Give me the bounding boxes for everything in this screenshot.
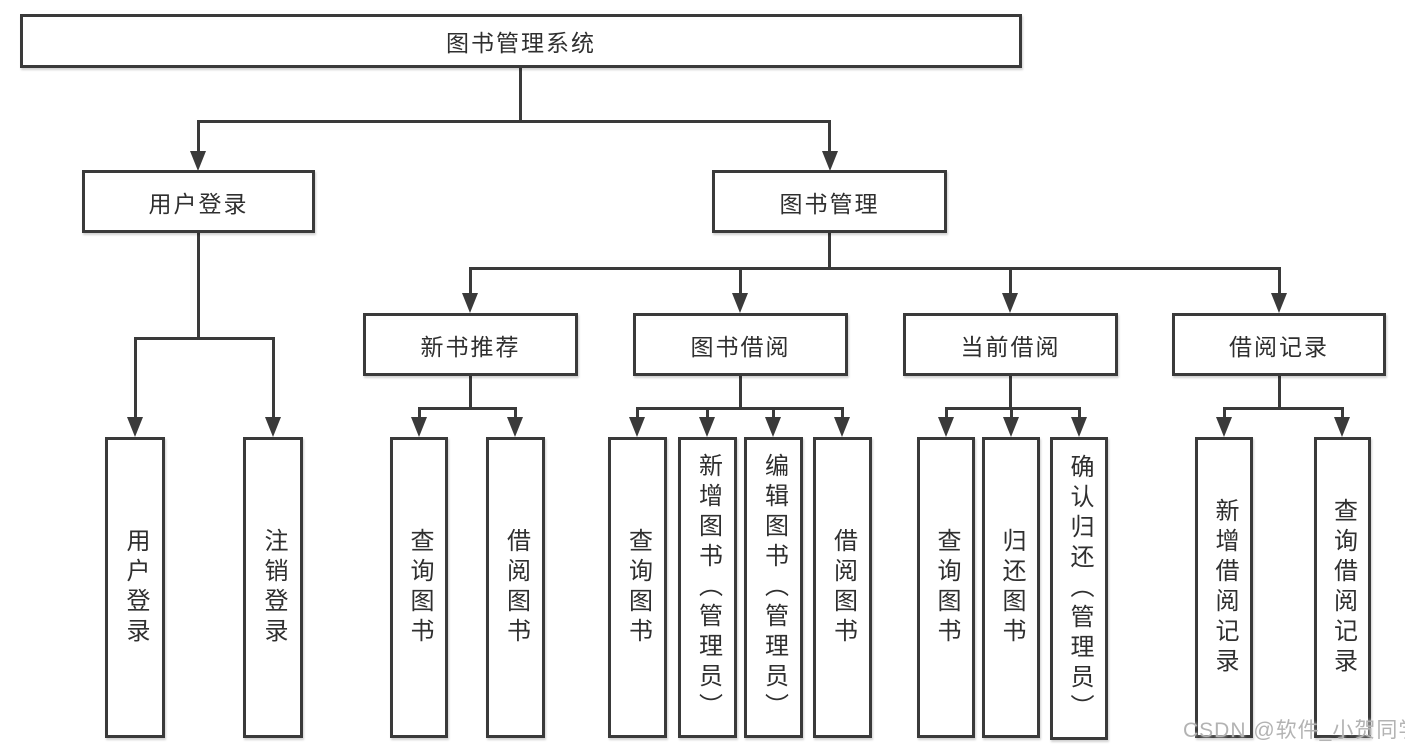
connector-line: [1223, 407, 1226, 420]
arrow-down-icon: [629, 417, 645, 437]
leaf-logout-label: 注销登录: [260, 527, 287, 648]
connector-line: [418, 407, 517, 410]
leaf-query-books-borrowing-label: 查询图书: [624, 527, 652, 648]
connector-line: [945, 407, 1081, 410]
connector-line: [636, 407, 639, 420]
connector-line: [739, 267, 742, 296]
leaf-query-books-recommend-label: 查询图书: [406, 527, 433, 648]
connector-line: [1223, 407, 1344, 410]
arrow-down-icon: [190, 151, 206, 171]
leaf-query-books-current: 查询图书: [917, 437, 975, 738]
node-root-label: 图书管理系统: [446, 30, 596, 56]
leaf-edit-book-admin: 编辑图书（管理员）: [744, 437, 803, 738]
node-book-management: 图书管理: [712, 170, 947, 233]
arrow-down-icon: [822, 151, 838, 171]
node-borrowing-records-label: 借阅记录: [1229, 333, 1329, 360]
arrow-down-icon: [265, 417, 281, 437]
leaf-return-book: 归还图书: [982, 437, 1040, 738]
arrow-down-icon: [1216, 417, 1232, 437]
leaf-add-book-admin-label: 新增图书（管理员）: [694, 452, 722, 723]
leaf-user-login-label: 用户登录: [122, 527, 149, 648]
connector-line: [1009, 375, 1012, 410]
arrow-down-icon: [765, 417, 781, 437]
leaf-query-borrow-record: 查询借阅记录: [1314, 437, 1371, 738]
connector-line: [828, 120, 831, 153]
node-book-management-label: 图书管理: [779, 190, 880, 217]
connector-line: [1341, 407, 1344, 420]
arrow-down-icon: [411, 417, 427, 437]
connector-line: [134, 337, 275, 340]
arrow-down-icon: [1003, 417, 1019, 437]
node-new-book-recommend-label: 新书推荐: [420, 333, 521, 360]
leaf-borrow-books-borrowing-label: 借阅图书: [829, 527, 857, 648]
leaf-query-books-borrowing: 查询图书: [608, 437, 667, 738]
leaf-add-borrow-record-label: 新增借阅记录: [1211, 497, 1238, 678]
node-user-login-label: 用户登录: [148, 190, 249, 217]
connector-line: [514, 407, 517, 420]
connector-line: [945, 407, 948, 420]
arrow-down-icon: [938, 417, 954, 437]
leaf-edit-book-admin-label: 编辑图书（管理员）: [760, 452, 788, 723]
leaf-logout: 注销登录: [243, 437, 303, 738]
connector-line: [519, 66, 522, 123]
node-current-borrowing-label: 当前借阅: [960, 333, 1061, 360]
connector-line: [197, 120, 831, 123]
node-user-login: 用户登录: [82, 170, 315, 233]
leaf-borrow-books-borrowing: 借阅图书: [813, 437, 872, 738]
connector-line: [197, 120, 200, 153]
connector-line: [739, 375, 742, 410]
connector-line: [469, 375, 472, 410]
connector-line: [1278, 375, 1281, 410]
node-root-library-system: 图书管理系统: [20, 14, 1022, 68]
arrow-down-icon: [1334, 417, 1350, 437]
connector-line: [841, 407, 844, 420]
arrow-down-icon: [1271, 293, 1287, 313]
connector-line: [1009, 267, 1012, 296]
leaf-query-books-current-label: 查询图书: [933, 527, 960, 648]
leaf-query-books-recommend: 查询图书: [390, 437, 448, 738]
arrow-down-icon: [699, 417, 715, 437]
leaf-confirm-return-admin: 确认归还（管理员）: [1050, 437, 1108, 740]
connector-line: [272, 337, 275, 420]
connector-line: [418, 407, 421, 420]
node-current-borrowing: 当前借阅: [903, 313, 1118, 376]
connector-line: [469, 267, 472, 296]
node-book-borrowing: 图书借阅: [633, 313, 848, 376]
connector-line: [197, 232, 200, 340]
leaf-add-borrow-record: 新增借阅记录: [1195, 437, 1253, 738]
connector-line: [636, 407, 844, 410]
leaf-return-book-label: 归还图书: [998, 527, 1025, 648]
node-borrowing-records: 借阅记录: [1172, 313, 1386, 376]
connector-line: [706, 407, 709, 420]
arrow-down-icon: [834, 417, 850, 437]
connector-line: [134, 337, 137, 420]
leaf-query-borrow-record-label: 查询借阅记录: [1329, 497, 1357, 678]
leaf-borrow-books-recommend-label: 借阅图书: [502, 527, 530, 648]
connector-line: [828, 232, 831, 270]
arrow-down-icon: [462, 293, 478, 313]
connector-line: [469, 267, 1281, 270]
arrow-down-icon: [732, 293, 748, 313]
leaf-add-book-admin: 新增图书（管理员）: [678, 437, 737, 738]
node-book-borrowing-label: 图书借阅: [690, 333, 791, 360]
leaf-borrow-books-recommend: 借阅图书: [486, 437, 545, 738]
connector-line: [1078, 407, 1081, 420]
leaf-user-login: 用户登录: [105, 437, 165, 738]
connector-line: [1010, 407, 1013, 420]
arrow-down-icon: [1002, 293, 1018, 313]
arrow-down-icon: [1071, 417, 1087, 437]
connector-line: [1278, 267, 1281, 296]
leaf-confirm-return-admin-label: 确认归还（管理员）: [1066, 453, 1093, 724]
arrow-down-icon: [127, 417, 143, 437]
connector-line: [772, 407, 775, 420]
node-new-book-recommend: 新书推荐: [363, 313, 578, 376]
arrow-down-icon: [507, 417, 523, 437]
csdn-watermark: CSDN @软件_小贺同学: [1183, 719, 1405, 742]
